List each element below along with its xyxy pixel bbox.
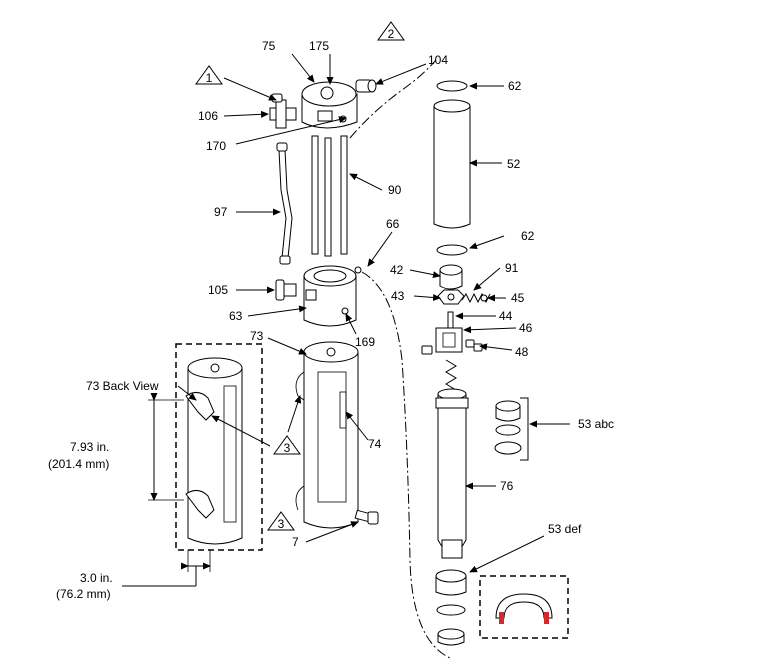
svg-text:3: 3 [278, 517, 285, 531]
centerline-upper [349, 59, 437, 139]
label-7: 7 [292, 535, 299, 549]
part-45-ball [480, 294, 488, 302]
label-73: 73 [250, 329, 264, 343]
part-7-screw [354, 509, 379, 525]
label-97: 97 [214, 205, 228, 219]
part-97-tube [276, 142, 293, 265]
dimension-height [148, 393, 184, 501]
part-42-nut [439, 264, 463, 290]
seal-detail-inset [479, 575, 569, 639]
label-76: 76 [500, 479, 514, 493]
label-104: 104 [428, 53, 448, 67]
part-44-pin [447, 311, 454, 331]
label-75: 75 [262, 39, 276, 53]
warning-triangle-3b: 3 [267, 511, 295, 531]
label-62-top: 62 [508, 79, 522, 93]
dimension-width [122, 550, 211, 587]
label-width-in: 3.0 in. [80, 571, 113, 585]
part-53abc-seals [494, 397, 529, 461]
part-75-top-housing [301, 81, 358, 257]
part-73-back-view [175, 343, 263, 551]
svg-text:2: 2 [388, 27, 395, 41]
label-106: 106 [198, 109, 218, 123]
part-46-bracket [435, 327, 463, 353]
part-63-lower-housing [303, 265, 362, 327]
part-62-oring-bottom [436, 244, 468, 256]
label-66: 66 [386, 217, 400, 231]
leader-lines [177, 53, 570, 573]
label-170: 170 [206, 139, 226, 153]
warning-triangle-2: 2 [377, 21, 405, 41]
label-height-in: 7.93 in. [70, 440, 109, 454]
label-42: 42 [390, 263, 404, 277]
label-169: 169 [355, 335, 375, 349]
label-52: 52 [507, 157, 521, 171]
label-width-mm: (76.2 mm) [56, 587, 111, 601]
label-height-mm: (201.4 mm) [48, 457, 109, 471]
label-175: 175 [309, 39, 329, 53]
label-90: 90 [388, 183, 402, 197]
part-52-sleeve [433, 99, 471, 229]
label-105: 105 [208, 283, 228, 297]
label-53def: 53 def [548, 522, 582, 536]
part-104-fitting [355, 79, 377, 93]
label-43: 43 [391, 289, 405, 303]
seal-accent-left [499, 612, 504, 624]
label-44: 44 [499, 309, 513, 323]
part-106-tee [269, 93, 297, 129]
warning-triangle-1: 1 [195, 65, 223, 85]
label-63: 63 [229, 309, 243, 323]
part-76-piston-rod [435, 359, 469, 559]
part-105-fitting [275, 279, 297, 301]
part-73-frame [295, 341, 359, 529]
part-53def-seals [435, 569, 467, 646]
part-43-hex-nut [437, 289, 465, 305]
svg-text:3: 3 [284, 441, 291, 455]
label-73-back-view: 73 Back View [86, 379, 159, 393]
label-53abc: 53 abc [578, 417, 614, 431]
label-48: 48 [515, 345, 529, 359]
label-62-bottom: 62 [521, 229, 535, 243]
svg-text:1: 1 [206, 71, 213, 85]
label-91: 91 [505, 261, 519, 275]
seal-accent-right [544, 612, 549, 624]
label-45: 45 [511, 291, 525, 305]
label-46: 46 [519, 321, 533, 335]
label-74: 74 [368, 437, 382, 451]
warning-triangle-3a: 3 [273, 435, 301, 455]
part-62-oring-top [436, 80, 468, 92]
